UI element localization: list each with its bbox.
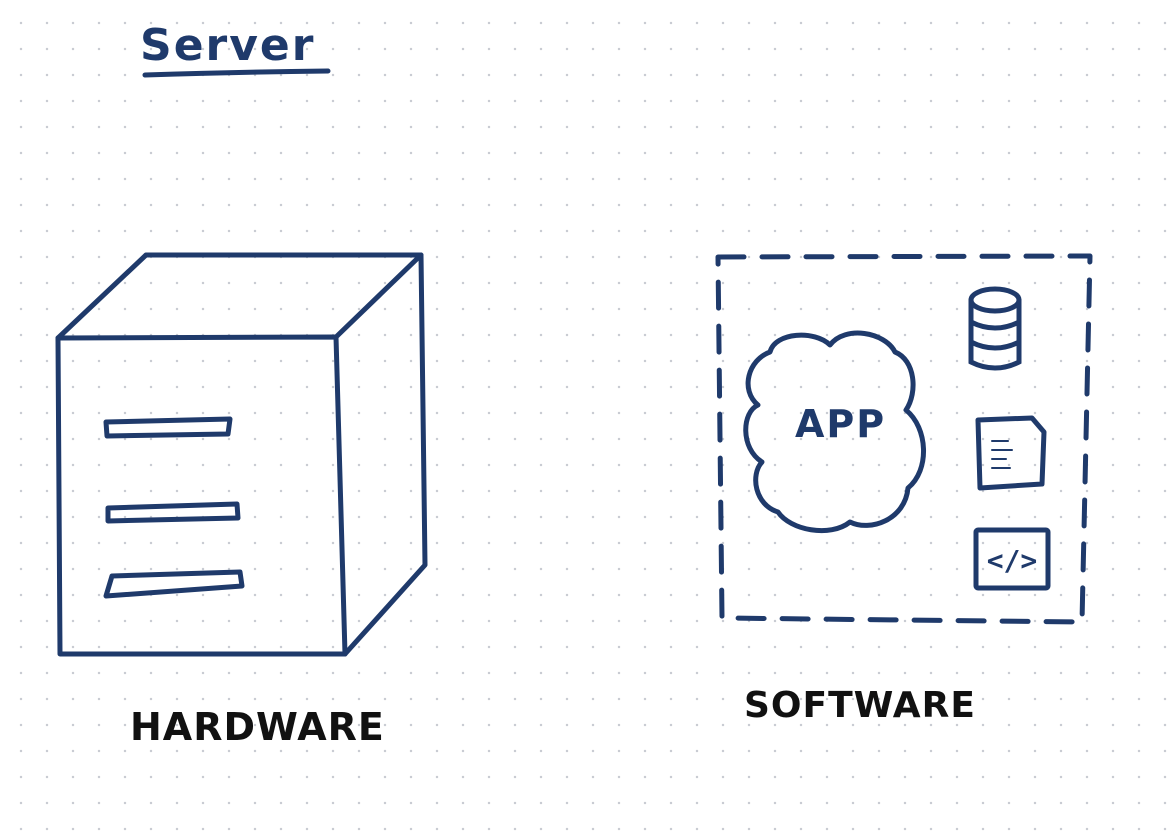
software-box: APP </> xyxy=(715,253,1093,625)
title-underline xyxy=(142,68,331,78)
drawer-handle xyxy=(105,501,241,524)
page-title: Server xyxy=(140,20,315,71)
software-dashed-border xyxy=(715,253,1093,625)
app-cloud xyxy=(743,330,926,534)
drawer-handle xyxy=(103,569,245,599)
software-label: SOFTWARE xyxy=(744,685,976,726)
document-icon xyxy=(975,415,1047,491)
drawer-handle xyxy=(103,416,233,439)
cabinet-top xyxy=(55,252,424,341)
code-icon: </> xyxy=(973,527,1051,591)
app-label: APP xyxy=(795,402,886,446)
hardware-cabinet xyxy=(55,252,428,657)
database-icon xyxy=(968,286,1022,371)
cabinet-side xyxy=(342,252,428,657)
code-glyph: </> xyxy=(987,544,1038,577)
cabinet-front xyxy=(55,334,348,657)
hardware-label: HARDWARE xyxy=(130,705,385,749)
title-group: Server xyxy=(140,20,331,78)
